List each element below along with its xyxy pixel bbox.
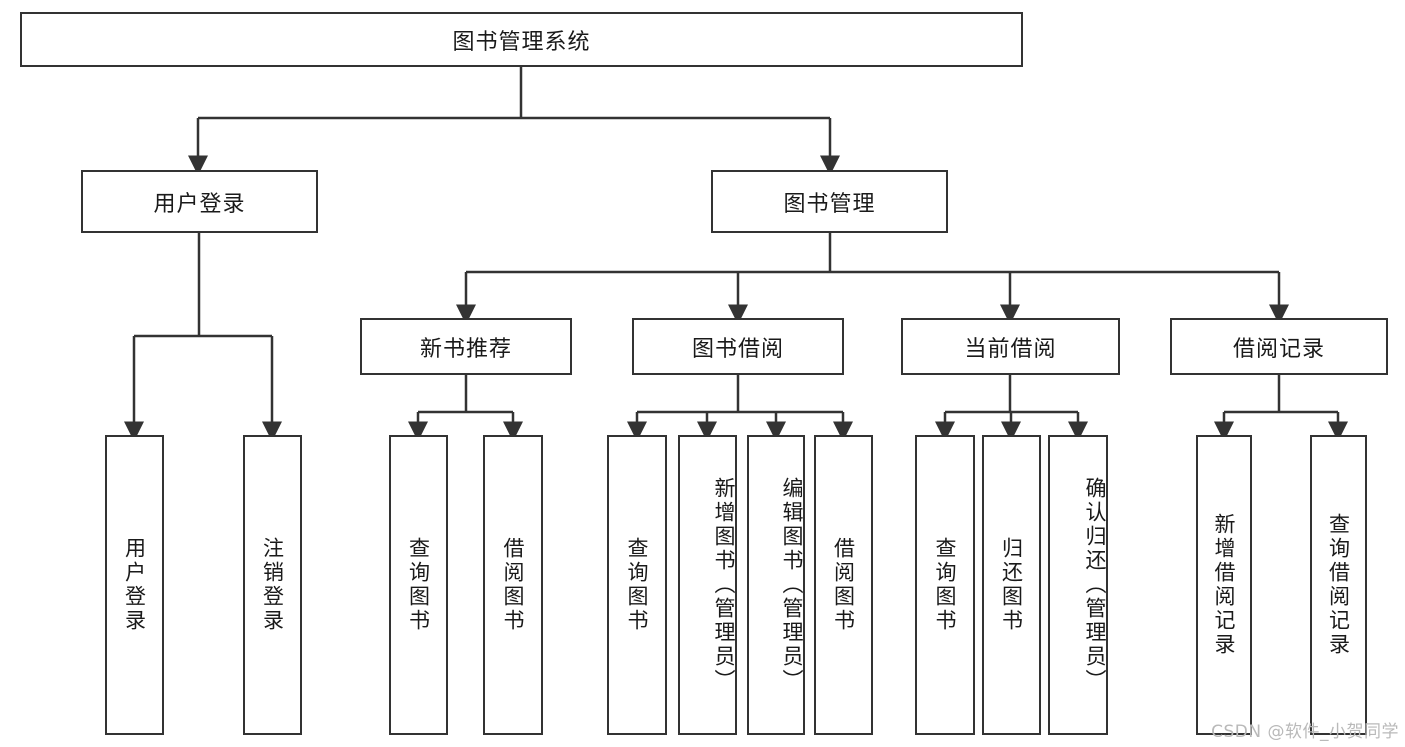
node-leaf-add-book-admin[interactable]: 新增图书（管理员） [678,435,737,735]
node-leaf-user-logout-label: 注销登录 [260,537,285,633]
node-root-label: 图书管理系统 [452,29,591,55]
node-leaf-query-book-cur-label: 查询图书 [933,537,958,633]
node-current-borrow[interactable]: 当前借阅 [901,318,1120,375]
node-leaf-query-book-rec-label: 查询图书 [406,537,431,633]
node-borrow-record[interactable]: 借阅记录 [1170,318,1388,375]
node-leaf-add-book-admin-label: 新增图书（管理员） [712,477,736,693]
node-leaf-add-borrow-record[interactable]: 新增借阅记录 [1196,435,1252,735]
node-book-borrow[interactable]: 图书借阅 [632,318,844,375]
node-borrow-record-label: 借阅记录 [1232,336,1325,362]
node-book-manage[interactable]: 图书管理 [711,170,948,233]
node-book-manage-label: 图书管理 [783,191,876,217]
node-new-book-rec-label: 新书推荐 [419,336,512,362]
node-book-borrow-label: 图书借阅 [691,336,784,362]
node-leaf-user-logout[interactable]: 注销登录 [243,435,302,735]
watermark: CSDN @软件_小贺同学 [1211,722,1399,742]
node-leaf-query-borrow-record-label: 查询借阅记录 [1326,513,1351,657]
node-leaf-query-book-cur[interactable]: 查询图书 [915,435,975,735]
node-leaf-return-book-label: 归还图书 [999,537,1024,633]
node-leaf-borrow-book-rec[interactable]: 借阅图书 [483,435,543,735]
node-leaf-borrow-book[interactable]: 借阅图书 [814,435,873,735]
node-leaf-user-login-label: 用户登录 [122,537,147,633]
node-new-book-rec[interactable]: 新书推荐 [360,318,572,375]
node-leaf-confirm-return-admin[interactable]: 确认归还（管理员） [1048,435,1108,735]
node-leaf-query-book-label: 查询图书 [625,537,650,633]
node-current-borrow-label: 当前借阅 [964,336,1057,362]
node-leaf-edit-book-admin[interactable]: 编辑图书（管理员） [747,435,805,735]
node-leaf-query-borrow-record[interactable]: 查询借阅记录 [1310,435,1367,735]
node-leaf-add-borrow-record-label: 新增借阅记录 [1212,513,1237,657]
node-user-login-label: 用户登录 [153,191,246,217]
node-leaf-confirm-return-admin-label: 确认归还（管理员） [1083,477,1107,693]
node-leaf-query-book-rec[interactable]: 查询图书 [389,435,448,735]
node-leaf-user-login[interactable]: 用户登录 [105,435,164,735]
node-leaf-return-book[interactable]: 归还图书 [982,435,1041,735]
node-leaf-query-book[interactable]: 查询图书 [607,435,667,735]
node-user-login[interactable]: 用户登录 [81,170,318,233]
node-leaf-borrow-book-rec-label: 借阅图书 [501,537,526,633]
node-root[interactable]: 图书管理系统 [20,12,1023,67]
node-leaf-edit-book-admin-label: 编辑图书（管理员） [780,477,804,693]
node-leaf-borrow-book-label: 借阅图书 [831,537,856,633]
